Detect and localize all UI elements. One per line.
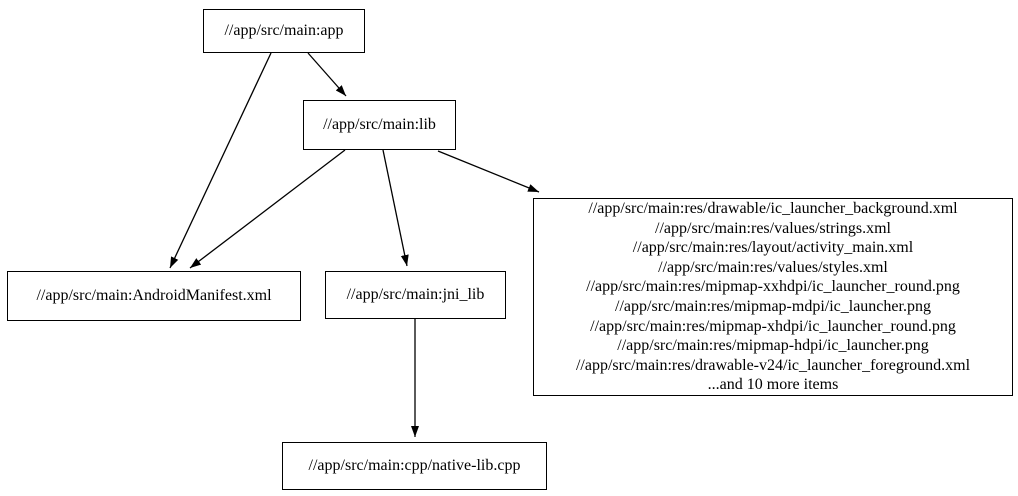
node-label: //app/src/main:lib (323, 116, 436, 134)
edge-lib-to-jni-lib (382, 149, 409, 267)
node-line: //app/src/main:res/drawable/ic_launcher_… (588, 200, 958, 218)
edge-lib-to-res (437, 150, 540, 193)
node-line: ...and 10 more items (707, 376, 839, 394)
node-line: //app/src/main:res/mipmap-mdpi/ic_launch… (615, 298, 931, 315)
node-label: //app/src/main:cpp/native-lib.cpp (308, 457, 521, 475)
node-line: //app/src/main:res/drawable-v24/ic_launc… (575, 356, 971, 374)
node-app: //app/src/main:app (203, 9, 365, 53)
node-line: //app/src/main:res/mipmap-xxhdpi/ic_laun… (586, 278, 960, 296)
edge-app-to-manifest (169, 52, 272, 269)
node-jni-lib: //app/src/main:jni_lib (325, 271, 506, 319)
node-line: //app/src/main:res/values/styles.xml (658, 258, 888, 276)
node-line: //app/src/main:res/mipmap-xhdpi/ic_launc… (590, 317, 956, 335)
node-label: //app/src/main:jni_lib (346, 286, 485, 304)
node-label: //app/src/main:AndroidManifest.xml (36, 287, 272, 305)
node-line: //app/src/main:res/mipmap-hdpi/ic_launch… (617, 337, 929, 355)
edge-lib-to-manifest (189, 149, 346, 269)
edge-app-to-lib (307, 52, 347, 97)
node-line: //app/src/main:res/layout/activity_main.… (632, 239, 914, 257)
node-lib: //app/src/main:lib (303, 100, 456, 150)
node-android-manifest: //app/src/main:AndroidManifest.xml (7, 271, 301, 321)
node-res-files: //app/src/main:res/drawable/ic_launcher_… (533, 198, 1013, 396)
node-label: //app/src/main:app (224, 22, 344, 40)
node-line: //app/src/main:res/values/strings.xml (655, 219, 891, 237)
node-native-lib-cpp: //app/src/main:cpp/native-lib.cpp (282, 442, 547, 490)
